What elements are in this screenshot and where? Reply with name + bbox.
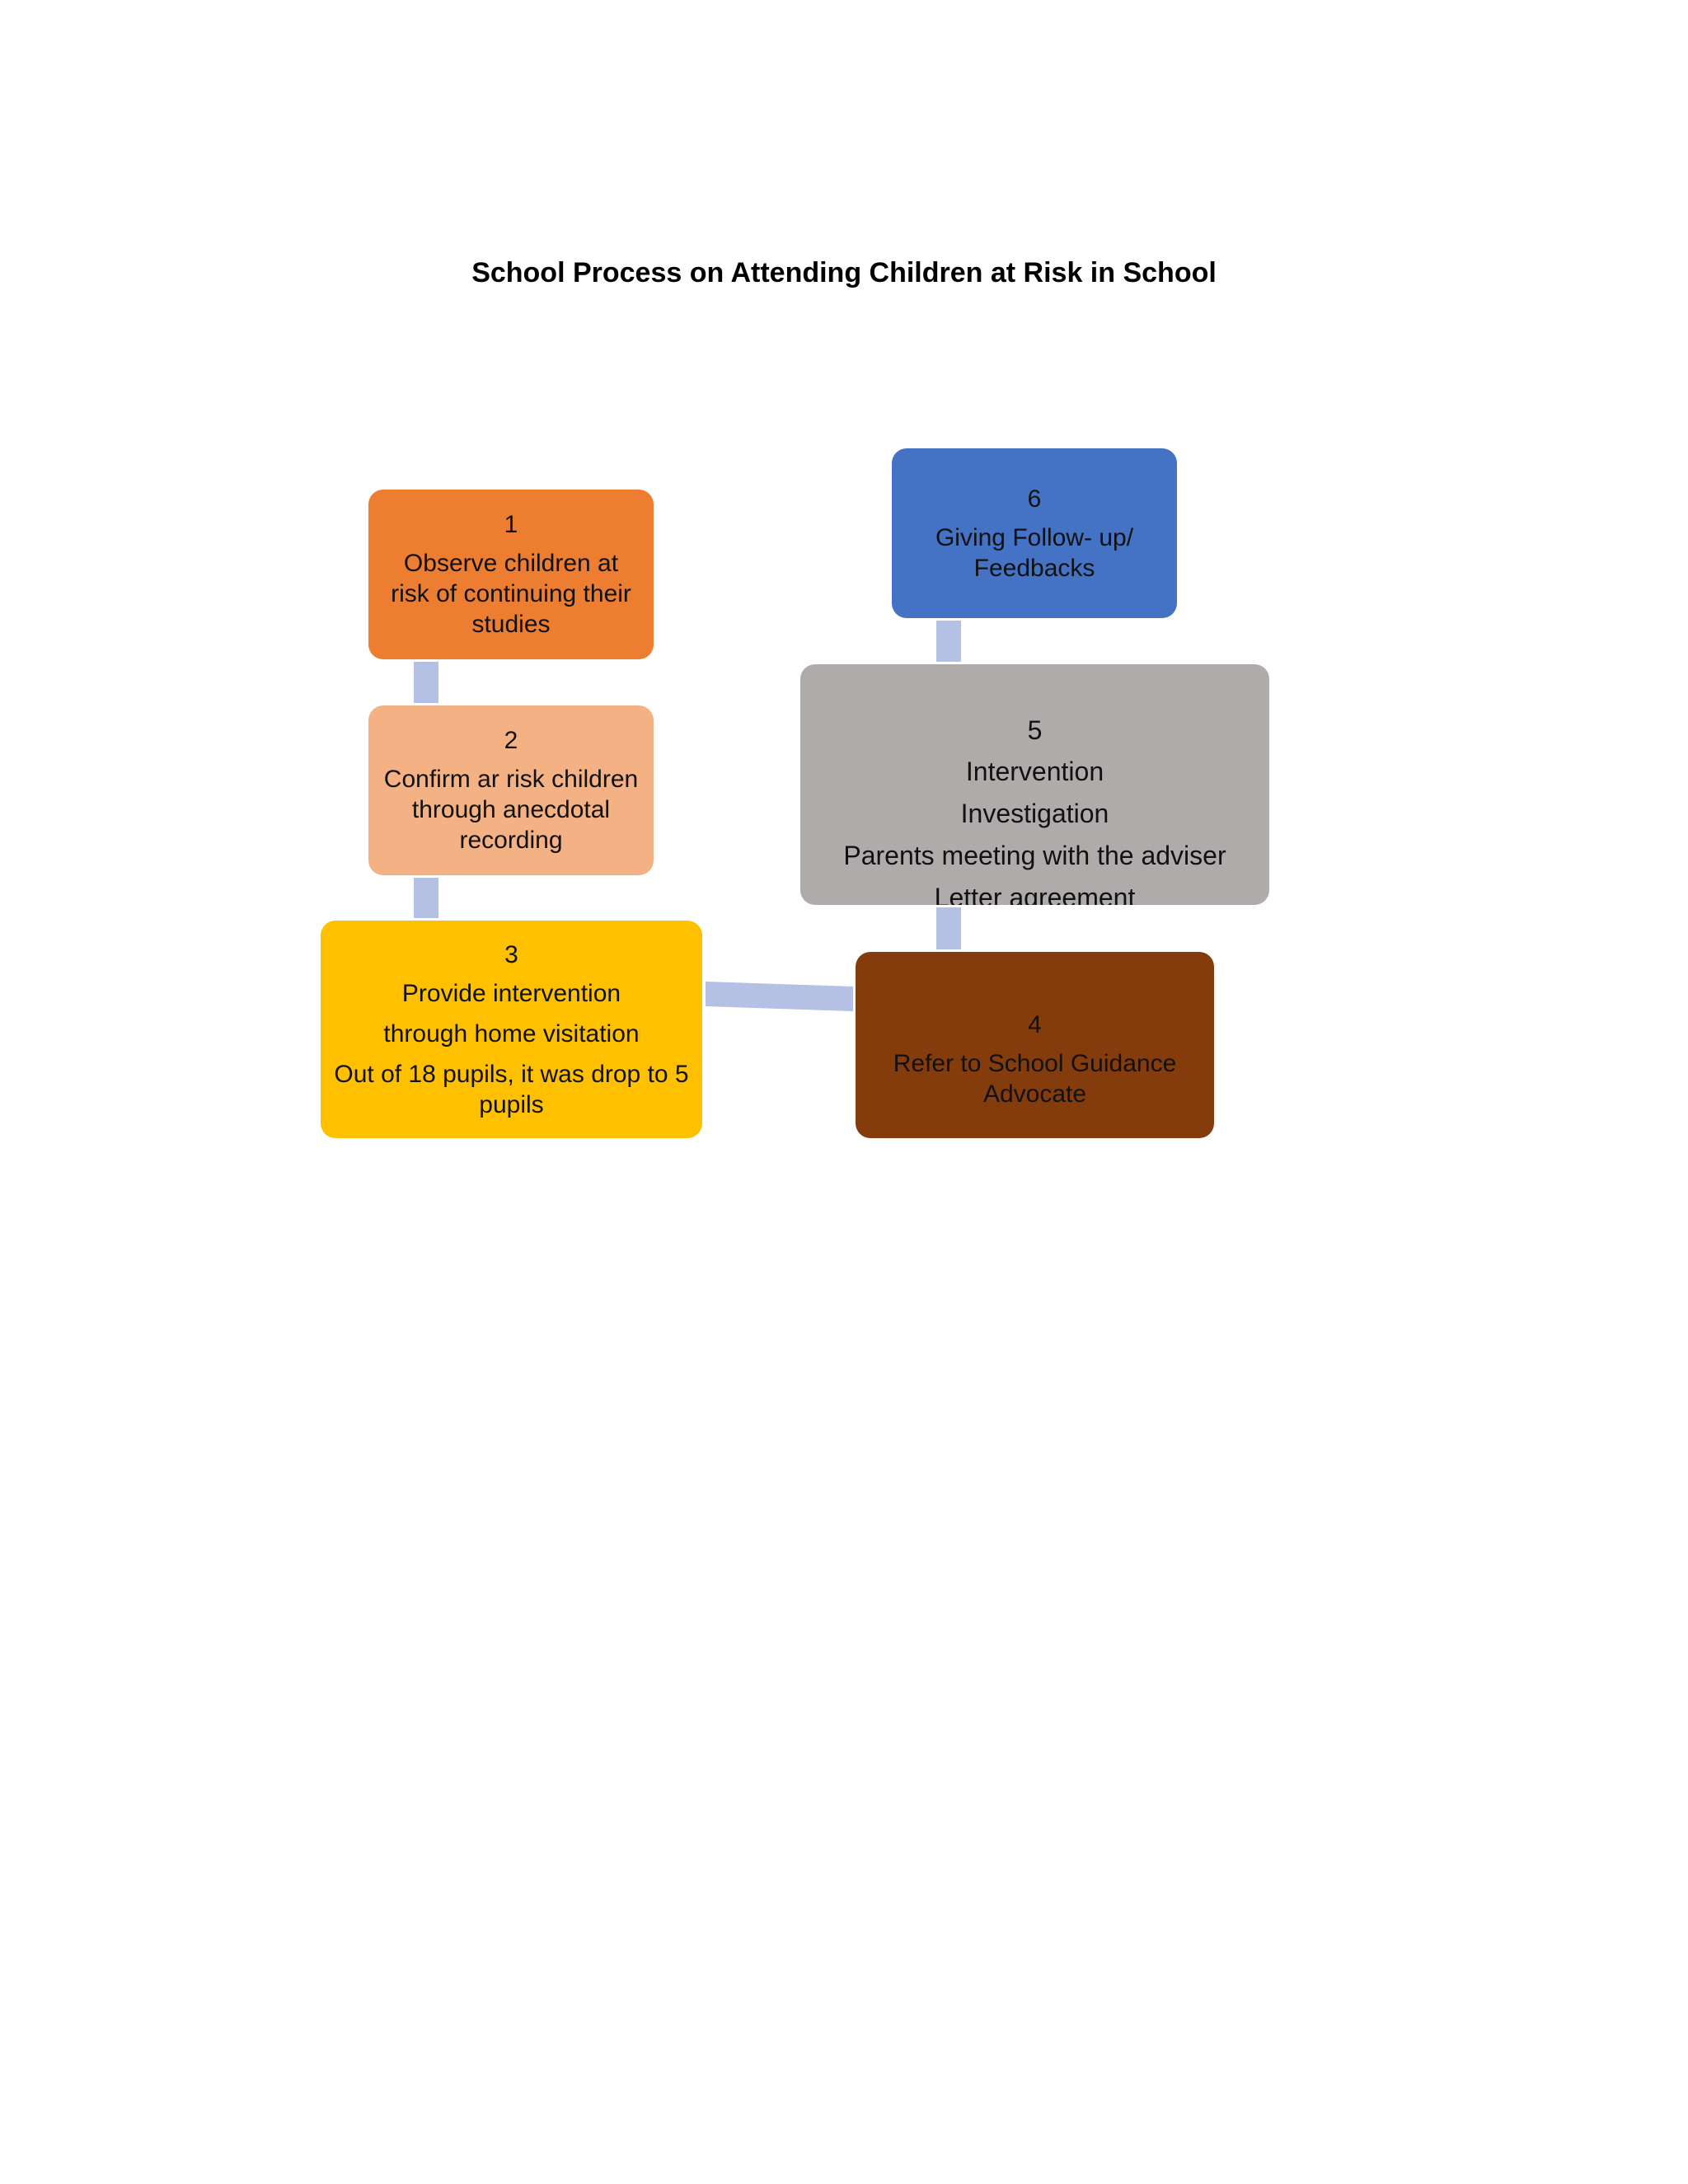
step-6-box: 6 Giving Follow- up/ Feedbacks — [892, 448, 1177, 618]
step-6-text: Giving Follow- up/ Feedbacks — [935, 523, 1134, 582]
step-3-text-line-1: Provide intervention — [401, 979, 621, 1007]
step-5-box: 5 Intervention Investigation Parents mee… — [800, 664, 1269, 905]
step-5-text-line-4: Letter agreement — [934, 883, 1136, 905]
step-2-number: 2 — [504, 727, 518, 754]
step-2-box: 2 Confirm ar risk children through anecd… — [368, 705, 654, 875]
connector-3-4 — [706, 982, 853, 1011]
connector-2-3 — [414, 878, 438, 918]
step-3-number: 3 — [504, 940, 518, 968]
step-4-text: Refer to School Guidance Advocate — [893, 1049, 1177, 1108]
step-3-text-line-3: Out of 18 pupils, it was drop to 5 pupil… — [334, 1060, 689, 1118]
step-6-number: 6 — [1027, 485, 1042, 513]
step-1-box: 1 Observe children at risk of continuing… — [368, 490, 654, 659]
connector-5-6 — [936, 621, 961, 662]
step-4-box: 4 Refer to School Guidance Advocate — [856, 952, 1214, 1138]
step-1-number: 1 — [504, 511, 518, 538]
step-3-text-line-2: through home visitation — [383, 1019, 640, 1047]
step-3-box: 3 Provide intervention through home visi… — [321, 921, 702, 1138]
step-4-number: 4 — [1028, 1010, 1042, 1038]
connector-4-5 — [936, 907, 961, 949]
step-2-text: Confirm ar risk children through anecdot… — [383, 766, 639, 854]
step-5-text-line-3: Parents meeting with the adviser — [843, 841, 1226, 870]
diagram-title: School Process on Attending Children at … — [471, 257, 1217, 288]
step-5-number: 5 — [1027, 715, 1043, 745]
step-1-text: Observe children at risk of continuing t… — [391, 550, 631, 638]
connector-1-2 — [414, 662, 438, 703]
step-5-text-line-1: Intervention — [965, 757, 1104, 786]
step-5-text-line-2: Investigation — [960, 799, 1109, 828]
